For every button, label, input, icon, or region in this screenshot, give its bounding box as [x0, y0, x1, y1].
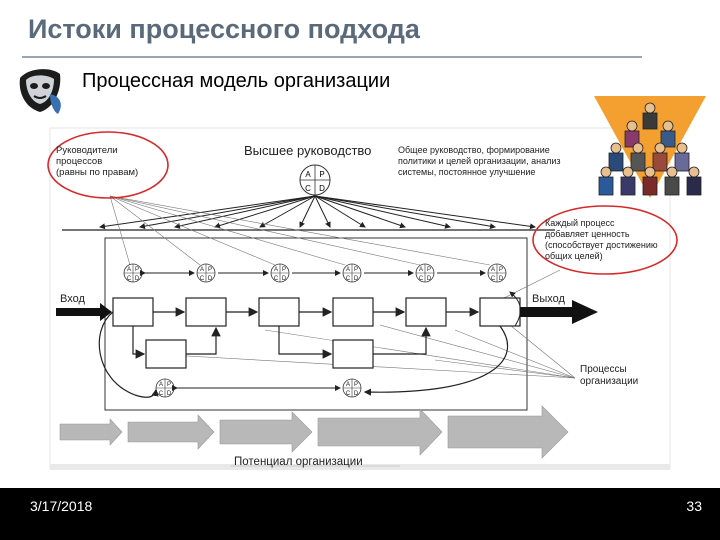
- process-box: [332, 297, 374, 327]
- slide-subtitle: Процессная модель организации: [82, 70, 391, 92]
- input-arrow: [56, 303, 112, 321]
- svg-text:P: P: [282, 267, 286, 273]
- process-row-top: [112, 297, 521, 327]
- svg-text:P: P: [208, 267, 212, 273]
- output-label: Выход: [532, 293, 565, 305]
- svg-text:P: P: [167, 382, 171, 388]
- top-management-desc-1: Общее руководство, формирование: [398, 145, 550, 155]
- people-pyramid-icon: [594, 96, 706, 198]
- potential-arrow-2: [127, 414, 215, 450]
- top-management-desc-3: системы, постоянное улучшение: [398, 167, 535, 177]
- potential-arrows: [59, 405, 569, 459]
- svg-text:D: D: [208, 276, 213, 282]
- svg-text:A: A: [127, 267, 131, 273]
- svg-text:A: A: [274, 267, 278, 273]
- footer-bar: 3/17/2018 33: [0, 488, 720, 540]
- svg-text:P: P: [135, 267, 139, 273]
- diagram-bottom-shadow: [50, 464, 670, 470]
- svg-text:P: P: [499, 267, 503, 273]
- managers-note-line-1: Руководители: [56, 145, 118, 156]
- top-pdca-circle: A P C D: [299, 164, 331, 196]
- organisation-frame: [104, 237, 528, 411]
- value-note-line-2: добавляет ценность: [545, 229, 630, 239]
- svg-text:C: C: [159, 391, 164, 397]
- slide-title: Истоки процессного подхода: [28, 14, 420, 44]
- svg-text:A: A: [346, 267, 350, 273]
- potential-arrow-5: [447, 405, 569, 459]
- managers-note-line-2: процессов: [56, 156, 102, 167]
- feedback-loop-right: [363, 325, 509, 396]
- svg-text:C: C: [491, 276, 496, 282]
- managers-note-line-3: (равны по правам): [56, 167, 138, 178]
- value-note-highlight: [532, 205, 678, 275]
- process-box: [332, 339, 374, 369]
- svg-text:D: D: [354, 276, 359, 282]
- processes-label-line-1: Процессы: [580, 364, 627, 375]
- svg-text:A: A: [491, 267, 495, 273]
- process-box: [258, 297, 300, 327]
- potential-arrow-1: [59, 418, 123, 446]
- process-box: [145, 339, 187, 369]
- svg-text:A: A: [419, 267, 423, 273]
- title-divider: [22, 56, 642, 58]
- svg-text:P: P: [319, 170, 324, 179]
- top-management-label: Высшее руководство: [244, 143, 371, 158]
- svg-text:D: D: [282, 276, 287, 282]
- svg-text:A: A: [305, 170, 311, 179]
- guide-lines: [109, 195, 576, 379]
- process-box: [405, 297, 447, 327]
- svg-text:A: A: [200, 267, 204, 273]
- svg-text:D: D: [135, 276, 140, 282]
- feedback-top-right: [509, 291, 521, 327]
- svg-text:D: D: [167, 391, 172, 397]
- top-management-desc-2: политики и целей организации, анализ: [398, 156, 560, 166]
- value-note-line-1: Каждый процесс: [545, 218, 615, 228]
- svg-text:C: C: [419, 276, 424, 282]
- page-number: 33: [686, 498, 702, 514]
- svg-text:C: C: [346, 391, 351, 397]
- potential-arrow-4: [317, 408, 443, 456]
- svg-text:D: D: [319, 184, 325, 193]
- value-note-line-4: общих целей): [545, 251, 603, 261]
- potential-arrow-3: [219, 411, 313, 453]
- svg-text:A: A: [159, 382, 163, 388]
- svg-text:P: P: [354, 382, 358, 388]
- potential-label: Потенциал организации: [234, 456, 363, 468]
- managers-note-highlight: [47, 131, 169, 199]
- feedback-loop-left: [98, 311, 159, 398]
- svg-text:C: C: [346, 276, 351, 282]
- svg-text:C: C: [200, 276, 205, 282]
- process-box: [479, 297, 521, 327]
- svg-text:A: A: [346, 382, 350, 388]
- process-box: [112, 297, 154, 327]
- svg-text:D: D: [427, 276, 432, 282]
- svg-text:P: P: [354, 267, 358, 273]
- input-label: Вход: [60, 293, 85, 305]
- svg-text:D: D: [499, 276, 504, 282]
- svg-text:P: P: [427, 267, 431, 273]
- process-row-bottom-links: [132, 326, 431, 359]
- theater-mask-icon: [14, 64, 66, 118]
- processes-label-line-2: организации: [580, 376, 638, 387]
- footer-date: 3/17/2018: [30, 498, 93, 514]
- svg-text:D: D: [354, 391, 359, 397]
- value-note-line-3: (способствует достижению: [545, 240, 658, 250]
- svg-text:C: C: [127, 276, 132, 282]
- svg-text:C: C: [305, 184, 311, 193]
- output-arrow: [520, 300, 598, 324]
- svg-text:C: C: [274, 276, 279, 282]
- process-box: [185, 297, 227, 327]
